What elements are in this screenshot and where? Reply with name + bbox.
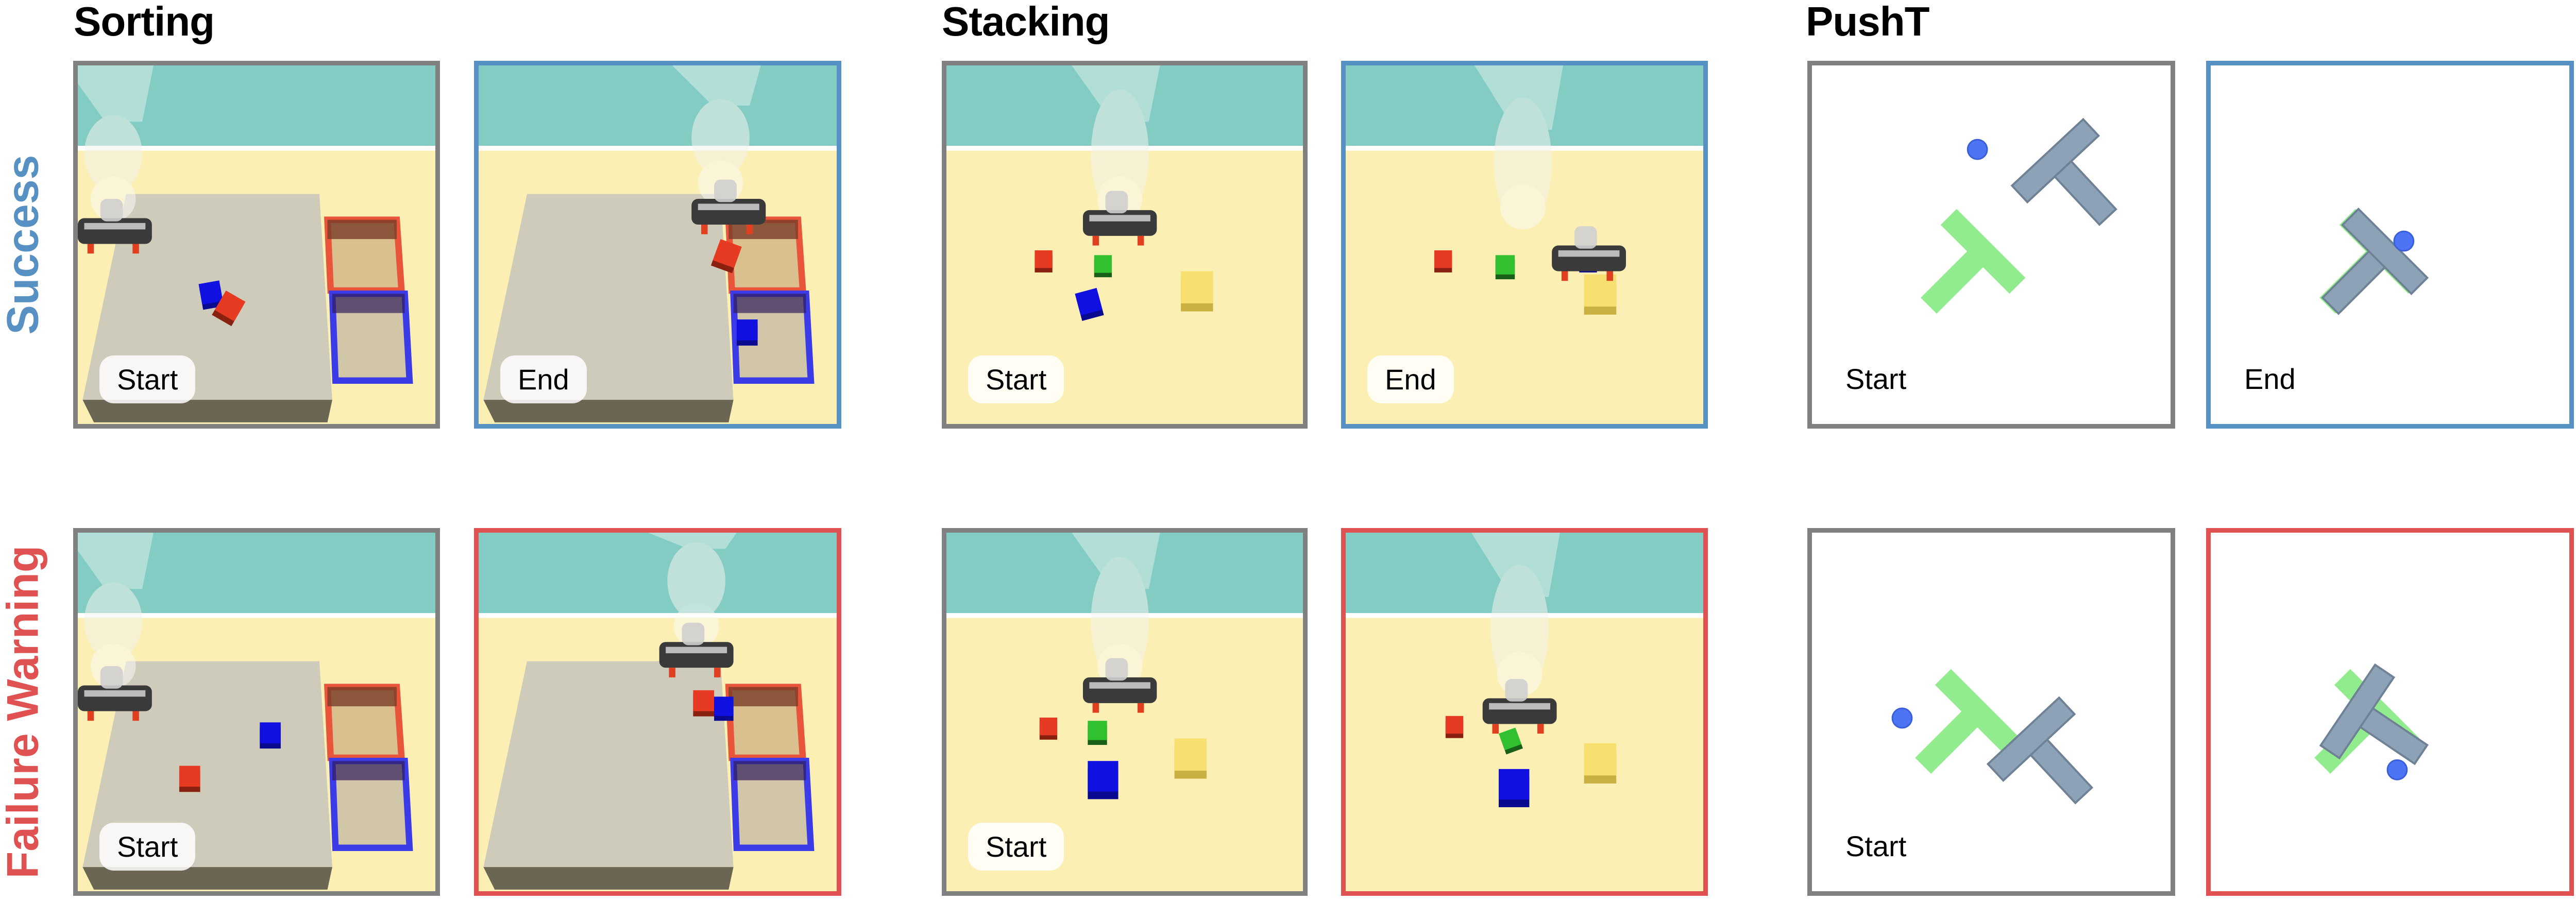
green-cube [1498,727,1523,755]
label-start: Start [1845,363,1907,395]
robot-arm [1471,533,1560,697]
agent-dot [1891,707,1913,729]
green-cube [1094,255,1112,278]
blue-bin [730,757,815,851]
title-stacking: Stacking [942,0,1110,44]
pusht-success-start: Start [1807,61,2175,429]
pusht-scene [1921,117,2117,314]
red-bin [324,684,405,761]
stacking-success-start: Start [942,61,1308,429]
red-cube [1039,717,1058,740]
row-label-failure-warning: Failure Warning [0,545,48,879]
sorting-success-end: End [474,61,841,429]
red-cube [1445,716,1464,738]
red-bin [725,216,806,294]
block-t-shape [2010,117,2117,226]
red-cube [710,239,742,274]
robot-arm [1475,65,1564,230]
wall [479,65,837,146]
pusht-failure-end [2206,528,2574,896]
stacking-success-end: End [1341,61,1708,429]
blue-cube [1498,769,1530,807]
robot-arm [648,533,737,649]
gripper [78,199,152,254]
sorting-failure-end [474,528,841,896]
gripper [1482,679,1557,734]
row-label-success: Success [0,155,48,335]
blue-cube [714,696,734,721]
sorting-success-start: Start [73,61,440,429]
stacking-failure-end [1341,528,1708,896]
yellow-cube [1181,271,1213,312]
gripper [1082,191,1157,246]
label-end: End [2244,363,2296,395]
title-pusht: PushT [1806,0,1929,44]
agent-dot [2393,230,2415,252]
pusht-success-end: End [2206,61,2574,429]
label-start: Start [968,823,1064,871]
agent-dot [1967,139,1988,160]
gripper [1082,658,1157,713]
sorting-failure-start: Start [73,528,440,896]
pusht-failure-start: Start [1807,528,2175,896]
label-start: Start [99,355,196,403]
gripper [78,666,152,721]
label-end: End [1367,355,1454,403]
red-bin [324,216,405,294]
pusht-scene [2319,207,2429,315]
sorting-scene [78,533,435,891]
red-cube [1035,250,1053,273]
title-sorting: Sorting [74,0,215,44]
yellow-cube [1584,743,1617,784]
yellow-cube [1174,738,1207,779]
gripper [659,622,734,677]
pusht-scene [2314,663,2429,780]
red-cube [212,290,246,327]
table [483,661,734,868]
blue-cube [736,319,758,346]
goal-t-shape [1915,669,2020,774]
red-cube [1434,250,1452,273]
block-t-shape [1986,696,2094,805]
label-start: Start [968,355,1064,403]
blue-cube [198,280,224,310]
stacking-failure-start: Start [942,528,1308,896]
block-t-shape [2319,663,2429,766]
gripper [1552,226,1626,281]
label-start: Start [1845,830,1907,862]
goal-t-shape [1921,209,2026,314]
red-bin [725,684,806,761]
green-cube [1495,255,1515,280]
blue-cube [260,722,281,749]
wall [479,533,837,614]
label-end: End [500,355,587,403]
label-start: Start [99,823,196,871]
table [483,194,734,400]
red-cube [179,766,200,792]
green-cube [1088,721,1107,745]
blue-bin [329,757,413,851]
agent-dot [2386,759,2408,780]
blue-cube [1088,761,1118,800]
table [82,661,332,868]
stacking-scene [946,65,1303,424]
blue-bin [730,290,815,384]
blue-cube [1075,287,1104,321]
pusht-scene [1891,669,2094,805]
red-cube [693,690,715,717]
stacking-scene [1346,533,1703,891]
sorting-scene [479,533,837,891]
block-t-shape [2321,207,2429,315]
blue-bin [329,290,413,384]
robot-arm [78,65,154,222]
gripper [691,179,766,234]
